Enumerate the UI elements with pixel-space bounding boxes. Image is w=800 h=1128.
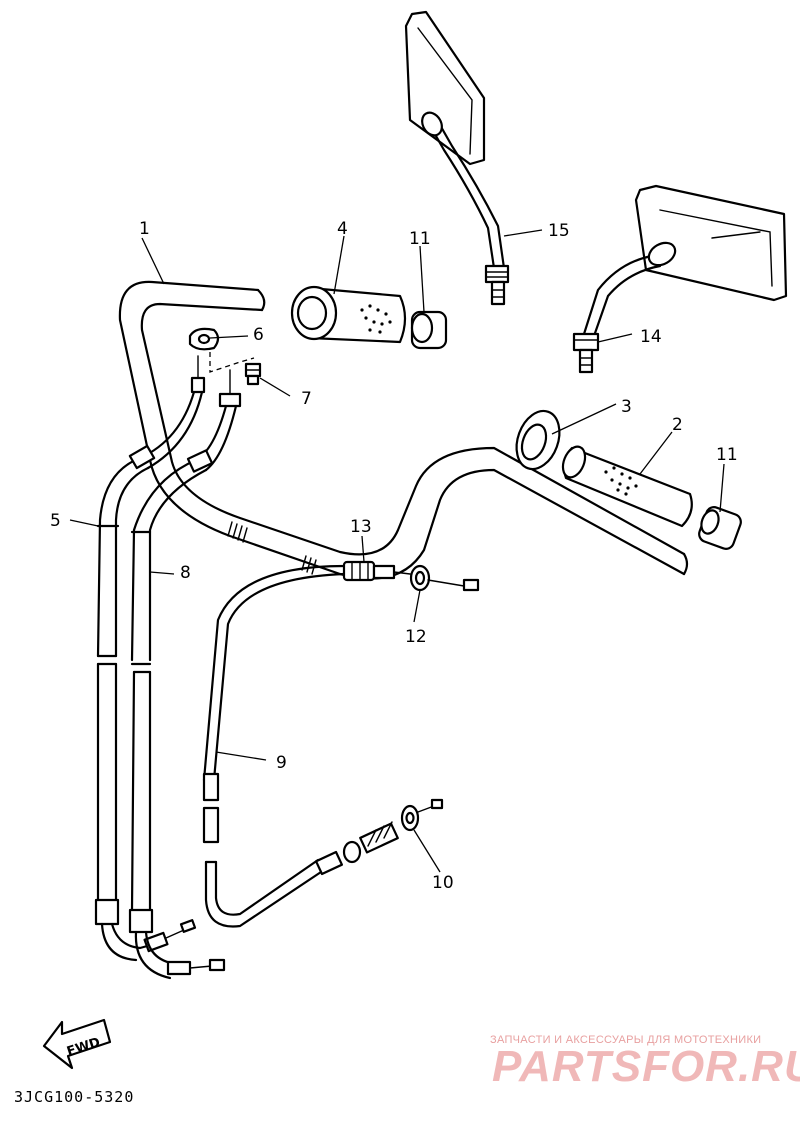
cable-adjuster: [342, 560, 411, 582]
callout-12: 12: [405, 627, 427, 647]
grip-end-right: [698, 506, 742, 550]
callout-7: 7: [301, 389, 312, 409]
callout-11-top: 11: [409, 229, 431, 249]
grip-collar: [515, 409, 561, 471]
grip-texture-dots: [360, 304, 392, 334]
callout-9: 9: [276, 753, 287, 773]
callout-5: 5: [50, 511, 61, 531]
throttle-cable-ends: [138, 355, 242, 472]
watermark-tagline: ЗАПЧАСТИ И АКСЕССУАРЫ ДЛЯ МОТОТЕХНИКИ: [490, 1034, 762, 1046]
callout-13: 13: [350, 517, 372, 537]
grip-end-top: [410, 310, 448, 350]
cable-holder: [188, 327, 220, 351]
diagram-code: 3JCG100-5320: [14, 1088, 135, 1106]
throttle-grip: [290, 285, 407, 344]
callout-4: 4: [337, 219, 348, 239]
callout-14: 14: [640, 327, 662, 347]
callout-8: 8: [180, 563, 191, 583]
mirror-left: [404, 10, 510, 306]
callout-3: 3: [621, 397, 632, 417]
handlebar-knurl-left: [227, 521, 317, 575]
callout-2: 2: [672, 415, 683, 435]
lower-adjuster: [314, 798, 444, 876]
cable-locknut: [409, 564, 480, 592]
leader-lines: [69, 229, 725, 873]
callout-10: 10: [432, 873, 454, 893]
clutch-cable-9: [202, 564, 346, 928]
left-grip: [561, 445, 693, 528]
throttle-cable-5: [94, 444, 197, 962]
mirror-right: [572, 184, 788, 374]
callout-15: 15: [548, 221, 570, 241]
grip-dots-left: [604, 466, 638, 496]
callout-labels: 1 2 3 4 5 6 7 8 9 10 11 11 12 13 14 15: [50, 219, 738, 893]
callout-6: 6: [253, 325, 264, 345]
watermark-logo: PARTSFOR.RU: [492, 1042, 800, 1091]
screw: [244, 362, 262, 386]
callout-1: 1: [139, 219, 150, 239]
fwd-direction-arrow: FWD: [42, 1018, 112, 1070]
callout-11-right: 11: [716, 445, 738, 465]
handlebar: [118, 280, 689, 580]
throttle-cable-8: [128, 449, 226, 980]
